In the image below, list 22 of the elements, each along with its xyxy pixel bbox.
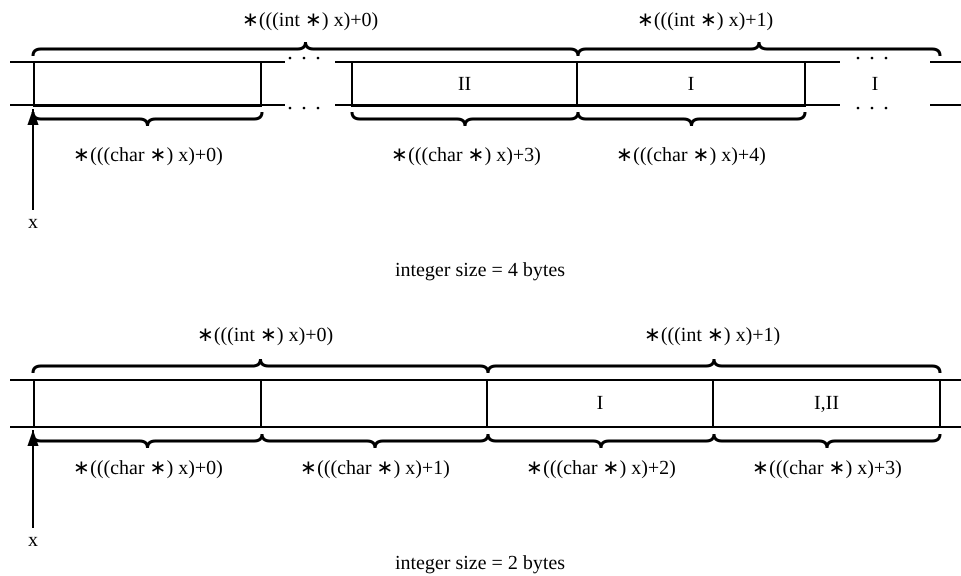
expression-label: ∗(((int ∗) x)+0) [196,325,334,345]
memory-cell: II [351,61,578,107]
expression-label: ∗(((char ∗) x)+0) [73,145,223,165]
arrow [27,430,39,528]
expression-label: ∗(((char ∗) x)+2) [526,458,676,478]
expression-label: ∗(((char ∗) x)+1) [300,458,450,478]
arrow [27,109,39,210]
expression-label: ∗(((char ∗) x)+4) [616,145,766,165]
memory-cell [33,379,262,428]
pointer-label: x [28,530,38,550]
cell-label: I [872,74,878,94]
size-note: integer size = 4 bytes [394,260,566,280]
expression-label: ∗(((char ∗) x)+0) [73,458,223,478]
expression-label: ∗(((int ∗) x)+1) [636,10,774,30]
expression-label: ∗(((char ∗) x)+3) [391,145,541,165]
memory-cell: I [578,61,806,107]
expression-label: ∗(((char ∗) x)+3) [752,458,902,478]
pointer-label: x [28,212,38,232]
expression-label: ∗(((int ∗) x)+0) [242,10,378,30]
memory-cell [33,61,262,107]
expression-label: ∗(((int ∗) x)+1) [644,325,780,345]
size-note: integer size = 2 bytes [394,553,566,573]
